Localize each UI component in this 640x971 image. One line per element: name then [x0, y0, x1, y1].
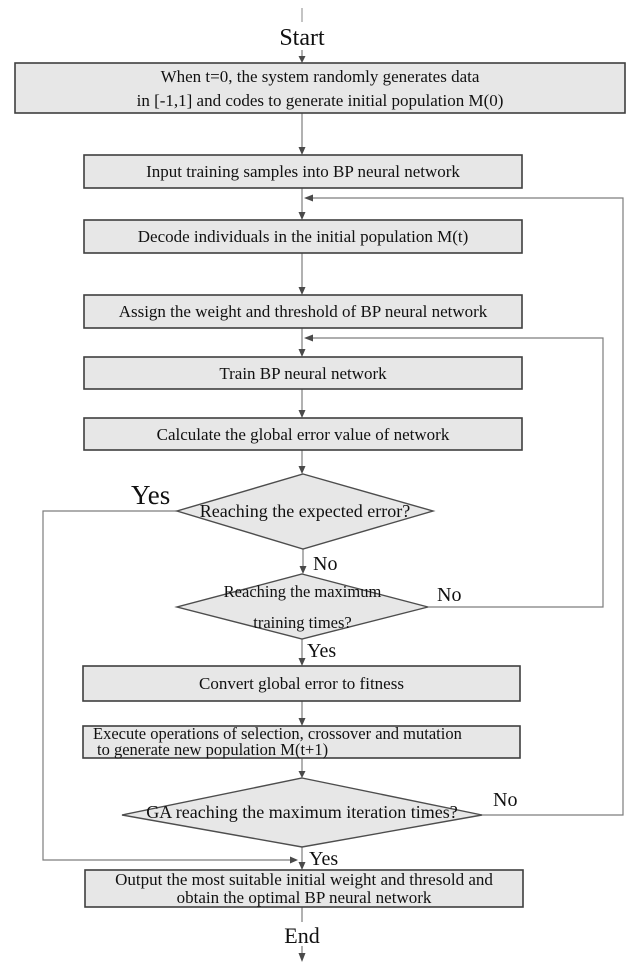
- process-node-output: [84, 869, 524, 908]
- process-node-input-samples: [83, 154, 523, 189]
- start-label: Start: [279, 25, 325, 51]
- process-node-train: [83, 356, 523, 390]
- process-node-decode: [83, 219, 523, 254]
- edge-label-max-iteration-yes: Yes: [309, 848, 339, 870]
- start-terminal: Start: [242, 26, 362, 50]
- decision-node-max-training: [174, 573, 429, 640]
- decode-box-text: Decode individuals in the initial popula…: [137, 227, 469, 246]
- process-node-genetic-ops: [82, 725, 521, 759]
- edge-label-max-iteration-no: No: [493, 789, 518, 811]
- max-iteration-decision-text: GA reaching the maximum iteration times?: [146, 802, 458, 822]
- decision-node-max-iteration: [121, 777, 483, 848]
- end-label: End: [284, 922, 320, 948]
- input-samples-box-text: Input training samples into BP neural ne…: [146, 162, 460, 181]
- output-box-text: Output the most suitable initial weight …: [115, 870, 493, 907]
- process-node-generate: [14, 62, 626, 114]
- decision-node-expected-error: [174, 473, 436, 550]
- edge-label-max-training-no: No: [437, 584, 462, 606]
- end-terminal: End: [242, 922, 362, 948]
- edge-label-expected-error-yes: Yes: [131, 480, 171, 510]
- edge-label-expected-error-no: No: [313, 553, 338, 575]
- genetic-ops-box-text: Execute operations of selection, crossov…: [93, 723, 462, 759]
- edge-label-max-training-yes: Yes: [307, 640, 337, 662]
- expected-error-decision-text: Reaching the expected error?: [199, 501, 411, 521]
- connectors: [42, 8, 624, 962]
- train-box-text: Train BP neural network: [219, 363, 387, 383]
- generate-box-text: When t=0, the system randomly generates …: [15, 64, 625, 113]
- process-node-fitness: [82, 665, 521, 702]
- global-error-box-text: Calculate the global error value of netw…: [156, 424, 450, 444]
- max-training-decision-text: Reaching the maximum training times?: [223, 582, 382, 632]
- connector-decision1-yes: [42, 510, 292, 861]
- connector-feedback-iteration-no: [309, 197, 624, 816]
- process-node-assign: [83, 294, 523, 329]
- process-node-global-error: [83, 417, 523, 451]
- fitness-box-text: Convert global error to fitness: [199, 674, 404, 693]
- connector-feedback-training-no: [309, 337, 604, 608]
- generate-line2: in [-1,1] and codes to generate initial …: [136, 90, 504, 110]
- generate-line1: When t=0, the system randomly generates …: [160, 66, 480, 86]
- assign-box-text: Assign the weight and threshold of BP ne…: [118, 302, 488, 321]
